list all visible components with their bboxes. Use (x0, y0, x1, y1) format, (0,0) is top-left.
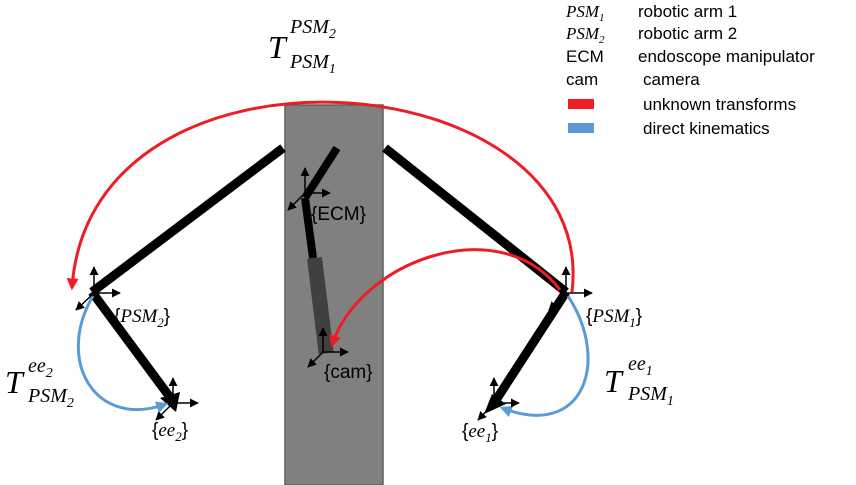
svg-text:PSM1: PSM1 (627, 383, 674, 409)
legend-item-direct-kinematics: direct kinematics (568, 119, 770, 138)
legend-item-ecm: ECM endoscope manipulator (566, 47, 815, 66)
svg-text:robotic arm 2: robotic arm 2 (638, 24, 737, 43)
svg-text:PSM2: PSM2 (565, 24, 605, 46)
ecm-frame-axes (287, 167, 331, 211)
cam-frame-axes (307, 327, 349, 368)
psm2-frame-axes (75, 266, 121, 311)
svg-text:PSM1: PSM1 (565, 2, 605, 24)
svg-text:cam: cam (566, 70, 598, 89)
ecm-link-upper (301, 145, 341, 201)
svg-text:unknown transforms: unknown transforms (643, 95, 796, 114)
svg-text:ECM: ECM (566, 47, 604, 66)
legend-item-psm1: PSM1 robotic arm 1 (565, 2, 737, 24)
svg-text:camera: camera (643, 70, 700, 89)
legend-item-unknown-transforms: unknown transforms (568, 95, 796, 114)
psm2-frame-label: {PSM2} (114, 306, 170, 330)
svg-text:ee2: ee2 (28, 355, 53, 381)
psm1-frame-label: {PSM1} (586, 306, 642, 330)
psm2-link-upper (89, 144, 286, 296)
psm2-link-lower (88, 289, 176, 403)
legend-item-cam: cam camera (566, 70, 700, 89)
ee1-frame-axes (477, 377, 520, 421)
ee2-frame-axes (155, 377, 199, 421)
svg-text:ee1: ee1 (628, 353, 653, 379)
psm1-tool-tip (484, 394, 506, 414)
ecm-frame-label: {ECM} (311, 204, 366, 225)
legend-item-psm2: PSM2 robotic arm 2 (565, 24, 737, 46)
unknown-transform-psm1-cam-arc (329, 248, 562, 348)
svg-text:PSM2: PSM2 (289, 16, 336, 42)
transform-label-psm1-ee1: T ee1 PSM1 (604, 353, 674, 409)
psm2-tool-tip (160, 392, 180, 412)
ee2-frame-label: {ee2} (152, 420, 188, 444)
psm1-frame-axes (548, 266, 593, 311)
svg-text:PSM1: PSM1 (289, 51, 336, 77)
svg-text:T: T (5, 364, 25, 400)
svg-text:T: T (604, 363, 624, 399)
svg-text:direct kinematics: direct kinematics (643, 119, 770, 138)
legend-swatch-direct (568, 123, 594, 133)
direct-kinematics-psm2-ee2-arc (76, 295, 169, 413)
transform-label-psm2-ee2: T ee2 PSM2 (5, 355, 74, 411)
svg-text:PSM2: PSM2 (27, 385, 74, 411)
direct-kinematics-psm1-ee1-arc (499, 295, 590, 418)
ee1-frame-label: {ee1} (462, 421, 498, 445)
legend-swatch-unknown (568, 99, 594, 109)
unknown-transform-psm1-psm2-arc (66, 100, 575, 293)
ecm-pillar (284, 104, 384, 485)
svg-text:T: T (268, 29, 288, 65)
legend: PSM1 robotic arm 1 PSM2 robotic arm 2 EC… (565, 2, 815, 138)
transform-label-psm1-psm2: T PSM2 PSM1 (268, 16, 336, 77)
svg-text:robotic arm 1: robotic arm 1 (638, 2, 737, 21)
psm1-link-lower (492, 289, 570, 403)
svg-text:endoscope manipulator: endoscope manipulator (638, 47, 815, 66)
cam-frame-label: {cam} (324, 362, 373, 383)
ecm-link-lower (301, 197, 317, 259)
